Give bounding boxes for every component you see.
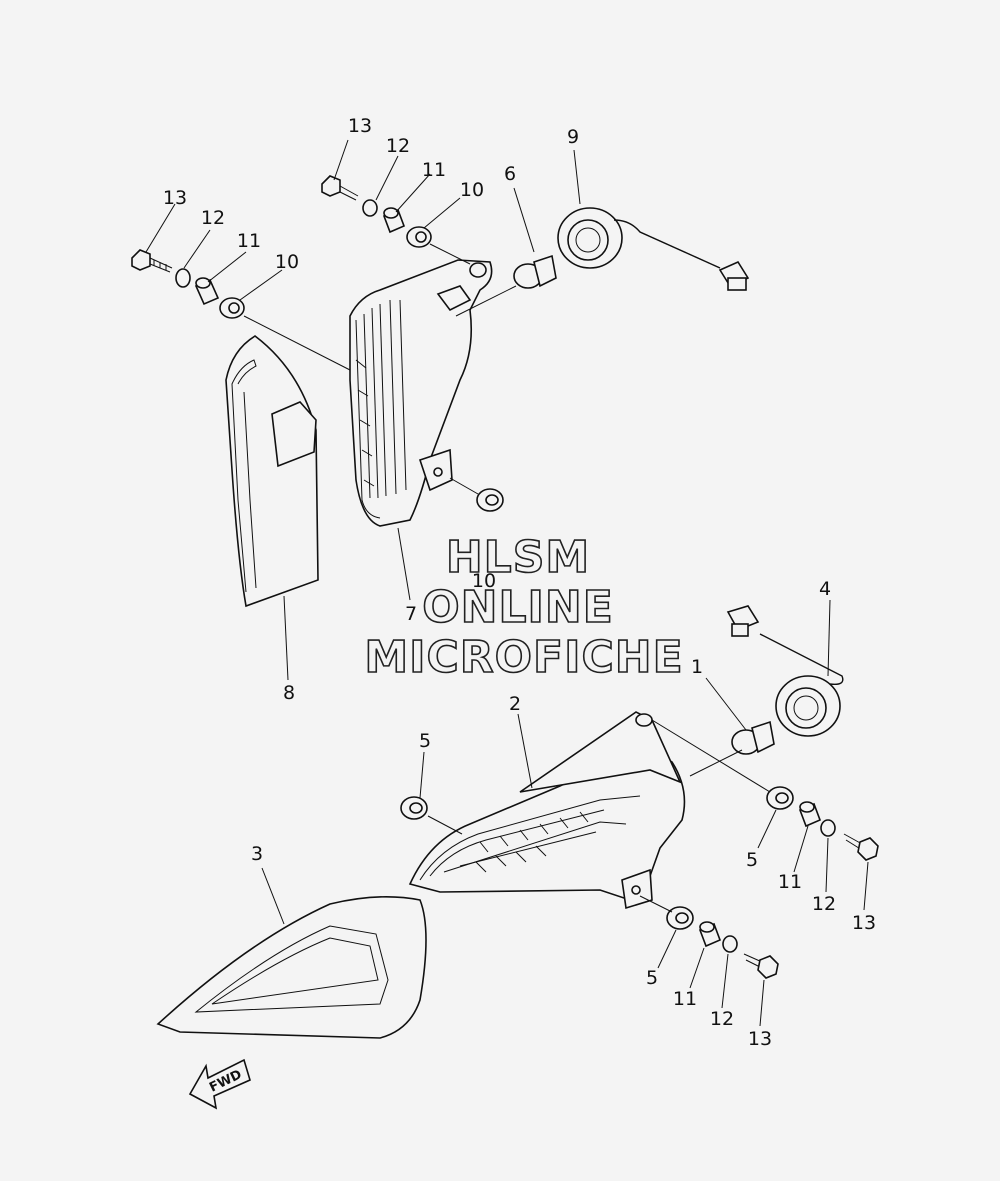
callout-12-right-upper: 12 — [812, 893, 836, 915]
callout-1: 1 — [691, 656, 703, 678]
callout-12-upper-top: 12 — [386, 135, 410, 157]
bulb-6 — [513, 254, 557, 289]
callout-13-upper-left: 13 — [163, 187, 187, 209]
bolt-13-upper-top — [321, 175, 359, 201]
callout-11-upper-top: 11 — [422, 159, 446, 181]
callout-11-upper-left: 11 — [237, 230, 261, 252]
lower-leader-lines — [261, 599, 869, 1027]
watermark-line-1: HLSM — [446, 532, 590, 583]
washer-12-right-lower — [722, 935, 738, 953]
socket-9 — [557, 207, 750, 291]
callout-11-right-lower: 11 — [673, 988, 697, 1010]
grommet-5-right-lower — [666, 906, 694, 930]
callout-13-upper-top: 13 — [348, 115, 372, 137]
callout-4: 4 — [819, 578, 831, 600]
bolt-13-right-upper — [843, 833, 879, 861]
callout-7: 7 — [405, 603, 417, 625]
watermark-line-2: ONLINE — [422, 582, 614, 633]
callout-6: 6 — [504, 163, 516, 185]
callout-10-upper-top: 10 — [460, 179, 484, 201]
callout-2: 2 — [509, 693, 521, 715]
washer-12-upper-top — [362, 199, 378, 217]
collar-11-upper-left — [194, 277, 220, 306]
callout-5-right-upper: 5 — [746, 849, 758, 871]
callout-11-right-upper: 11 — [778, 871, 802, 893]
grommet-10-upper-left — [219, 297, 245, 319]
callout-5-left: 5 — [419, 730, 431, 752]
bolt-13-right-lower — [743, 953, 779, 979]
collar-11-right-upper — [798, 801, 822, 828]
collar-11-upper-top — [382, 207, 406, 234]
watermark-line-3: MICROFICHE — [364, 632, 683, 683]
grommet-5-left — [400, 796, 428, 820]
fwd-arrow: FWD — [188, 1058, 251, 1110]
grommet-5-right-upper — [766, 786, 794, 810]
watermark: HLSM ONLINE MICROFICHE — [364, 531, 684, 684]
bulb-1 — [731, 720, 775, 755]
callout-8: 8 — [283, 682, 295, 704]
lens-cover-8 — [225, 335, 319, 608]
signal-body-2 — [408, 711, 686, 910]
callout-9: 9 — [567, 126, 579, 148]
callout-12-right-lower: 12 — [710, 1008, 734, 1030]
callout-3: 3 — [251, 843, 263, 865]
collar-11-right-lower — [698, 921, 722, 948]
grommet-10-lower — [476, 488, 504, 512]
washer-12-right-upper — [820, 819, 836, 837]
callout-12-upper-left: 12 — [201, 207, 225, 229]
callout-10-lower: 10 — [472, 570, 496, 592]
bolt-13-upper-left — [131, 249, 173, 273]
washer-12-upper-left — [175, 268, 191, 288]
grommet-10-upper-top — [406, 226, 432, 248]
socket-4 — [726, 605, 844, 737]
callout-10-upper-left: 10 — [275, 251, 299, 273]
callout-5-right-lower: 5 — [646, 967, 658, 989]
upper-leader-lines — [145, 139, 721, 681]
callout-labels: 13 12 11 10 6 9 13 12 11 10 10 7 8 4 1 2… — [163, 115, 876, 1050]
lens-cover-3 — [156, 896, 427, 1039]
callout-13-right-upper: 13 — [852, 912, 876, 934]
signal-body-7 — [349, 259, 493, 527]
callout-13-right-lower: 13 — [748, 1028, 772, 1050]
